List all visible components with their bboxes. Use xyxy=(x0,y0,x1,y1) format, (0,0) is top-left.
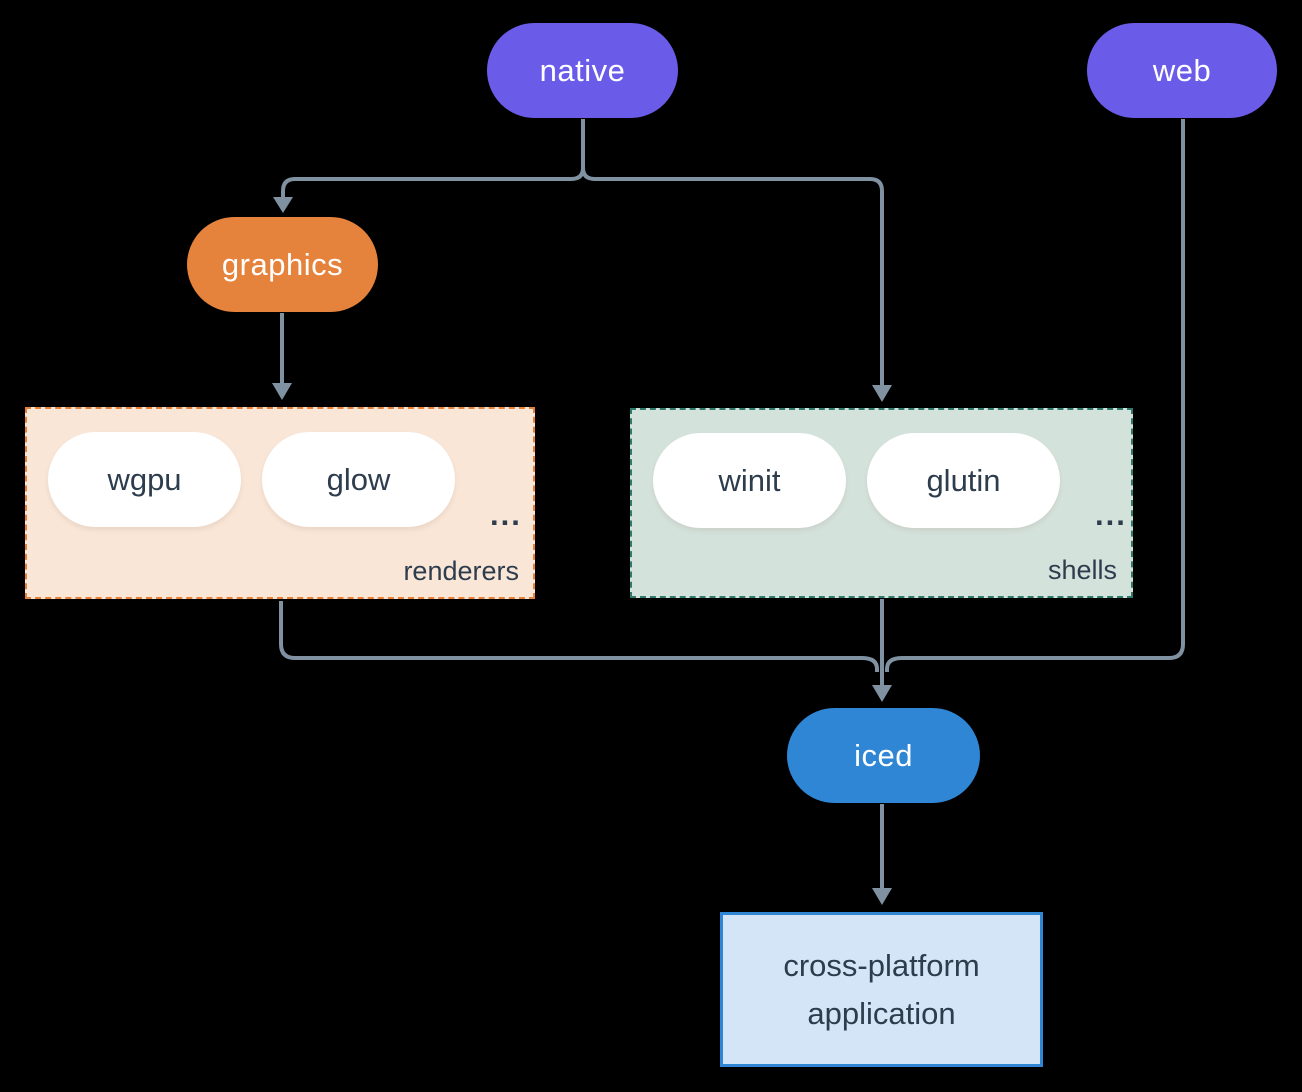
node-wgpu: wgpu xyxy=(48,432,241,527)
node-iced-label: iced xyxy=(854,737,913,773)
shells-ellipsis: ... xyxy=(1095,496,1127,532)
arrowhead-iced xyxy=(872,685,892,702)
node-graphics: graphics xyxy=(187,217,378,312)
node-glow-label: glow xyxy=(326,461,391,497)
arrowhead-application xyxy=(872,888,892,905)
node-winit: winit xyxy=(653,433,846,528)
arrowhead-renderers xyxy=(272,383,292,400)
node-graphics-label: graphics xyxy=(221,246,344,282)
group-shells: winit glutin ... shells xyxy=(630,408,1133,598)
node-native-label: native xyxy=(539,52,626,88)
node-native: native xyxy=(487,23,678,118)
arrowhead-graphics xyxy=(273,197,293,213)
shells-group-label: shells xyxy=(1047,555,1117,585)
application-label-line2: application xyxy=(807,995,956,1031)
node-winit-label: winit xyxy=(718,462,781,498)
node-glutin-label: glutin xyxy=(926,462,1001,498)
renderers-ellipsis: ... xyxy=(490,496,522,532)
application-label-line1: cross-platform xyxy=(783,947,980,983)
node-iced: iced xyxy=(787,708,980,803)
arrowhead-shells xyxy=(872,385,892,402)
node-glutin: glutin xyxy=(867,433,1060,528)
node-wgpu-label: wgpu xyxy=(107,461,182,497)
group-renderers: wgpu glow ... renderers xyxy=(25,407,535,599)
renderers-group-label: renderers xyxy=(403,556,519,586)
node-glow: glow xyxy=(262,432,455,527)
node-web: web xyxy=(1087,23,1277,118)
node-web-label: web xyxy=(1152,52,1212,88)
node-cross-platform-application: cross-platform application xyxy=(720,912,1043,1067)
edge-native-shells xyxy=(581,119,884,386)
edge-native-graphics xyxy=(281,119,585,198)
edge-renderers-iced xyxy=(279,601,879,672)
